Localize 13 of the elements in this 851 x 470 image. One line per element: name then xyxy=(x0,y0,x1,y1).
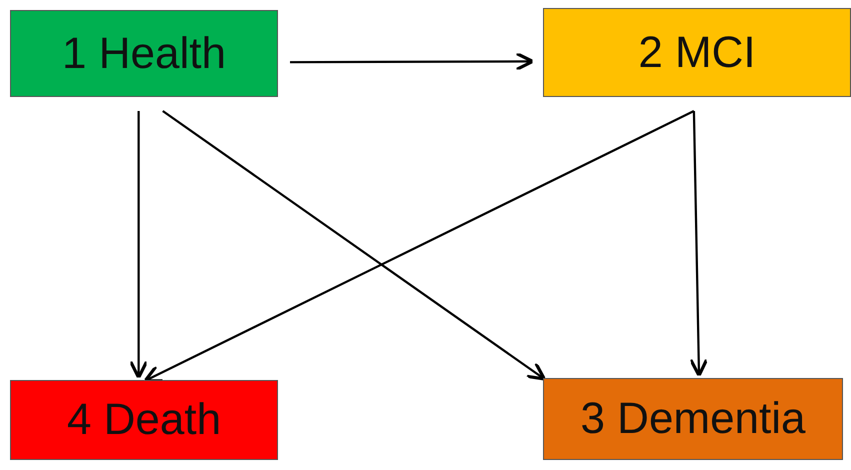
state-label: 1 Health xyxy=(62,28,226,78)
state-label: 4 Death xyxy=(66,395,222,445)
state-label: 3 Dementia xyxy=(580,394,806,444)
state-box xyxy=(543,8,851,97)
state-box xyxy=(10,380,278,460)
arrow xyxy=(144,110,694,382)
state-box xyxy=(543,378,843,460)
arrow xyxy=(129,111,148,380)
arrow xyxy=(162,110,546,381)
arrow xyxy=(290,52,534,72)
state-box xyxy=(10,10,278,97)
arrow xyxy=(689,110,708,378)
state-label: 2 MCI xyxy=(638,28,756,78)
